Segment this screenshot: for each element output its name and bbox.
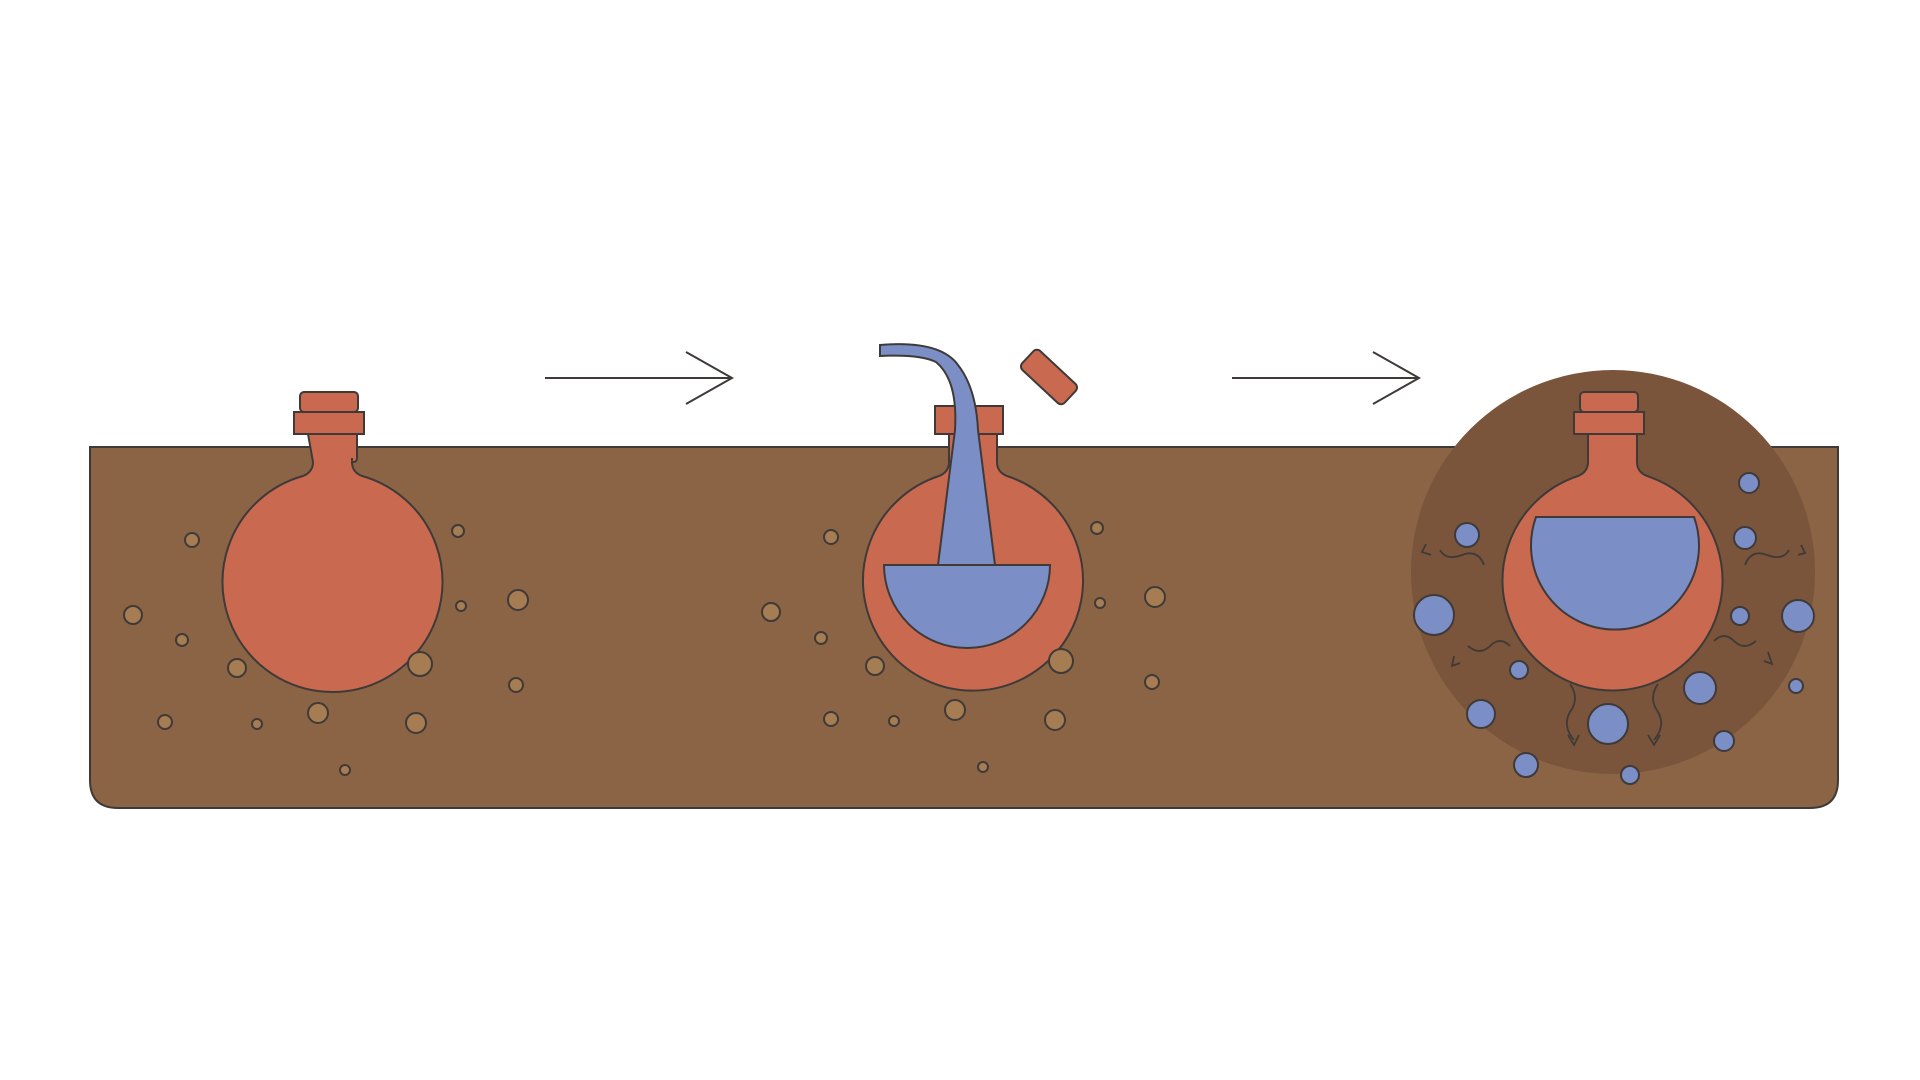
seepage-arrow-head [1420, 543, 1432, 556]
seepage-arrows [1420, 543, 1807, 747]
soil-pebble-icon [184, 532, 200, 548]
soil-pebble-icon [227, 658, 247, 678]
lid-icon [1019, 348, 1079, 406]
soil-pebble-icon [405, 712, 427, 734]
olla-pot-3 [1501, 391, 1724, 692]
water-droplet-icon [1781, 599, 1815, 633]
soil-pebble-icon [944, 699, 966, 721]
soil-pebble-icon [455, 600, 467, 612]
seepage-arrow [1744, 549, 1790, 566]
arrow-2 [1232, 351, 1422, 405]
soil-pebble-icon [339, 764, 351, 776]
water-droplet-icon [1413, 594, 1455, 636]
olla-cork [299, 391, 359, 413]
soil-pebble-icon [307, 702, 329, 724]
seepage-arrow-head [1797, 544, 1807, 556]
soil-pebble-icon [1090, 521, 1104, 535]
soil-pebble-icon [865, 656, 885, 676]
soil-pebble-icon [507, 589, 529, 611]
soil-pebble-icon [823, 529, 839, 545]
soil-pebble-icon [508, 677, 524, 693]
water-droplet-icon [1733, 526, 1757, 550]
water-droplets [1413, 472, 1815, 785]
soil-pebble-icon [977, 761, 989, 773]
water-droplet-icon [1454, 522, 1480, 548]
soil-pebble-icon [814, 631, 828, 645]
seepage-arrow-head [1763, 651, 1774, 666]
arrow-1 [545, 351, 735, 405]
soil-pebble-icon [175, 633, 189, 647]
water-droplet-icon [1587, 703, 1629, 745]
seepage-arrow [1439, 549, 1485, 566]
seepage-arrow [1652, 683, 1663, 741]
soil-pebble-icon [1094, 597, 1106, 609]
soil-pebble-icon [761, 602, 781, 622]
water-droplet-icon [1713, 730, 1735, 752]
water-droplet-icon [1620, 765, 1640, 785]
water-droplet-icon [1730, 606, 1750, 626]
soil-pebble-icon [451, 524, 465, 538]
seepage-arrow-head [1647, 734, 1661, 747]
soil-pebble-icon [251, 718, 263, 730]
soil-pebble-icon [1044, 709, 1066, 731]
seepage-arrow-head [1450, 655, 1461, 668]
seepage-arrow-head [1567, 734, 1580, 747]
soil-pebble-icon [407, 651, 433, 677]
soil-pebble-icon [888, 715, 900, 727]
soil-pebble-icon [123, 605, 143, 625]
olla-pot-2 [862, 343, 1084, 692]
soil-pebble-icon [823, 711, 839, 727]
seepage-arrow [1565, 683, 1576, 741]
water-fill [882, 564, 1052, 649]
olla-pot-icon [221, 433, 444, 693]
soil-pebble-icon [1144, 586, 1166, 608]
water-droplet-icon [1738, 472, 1760, 494]
seepage-arrow [1467, 640, 1511, 652]
olla-pot-icon [293, 411, 365, 435]
water-droplet-icon [1683, 671, 1717, 705]
soil-pebbles [123, 521, 1166, 776]
water-fill [1530, 516, 1700, 631]
water-droplet-icon [1513, 752, 1539, 778]
seepage-arrow [1713, 635, 1757, 647]
soil-pebble-icon [1048, 648, 1074, 674]
olla-pot-1 [221, 391, 444, 693]
watering-spout-icon [879, 343, 997, 566]
soil-pebble-icon [157, 714, 173, 730]
olla-cork [1579, 391, 1639, 413]
water-droplet-icon [1466, 699, 1496, 729]
olla-pot-icon [1573, 411, 1645, 435]
soil-pebble-icon [1144, 674, 1160, 690]
water-droplet-icon [1509, 660, 1529, 680]
water-droplet-icon [1788, 678, 1804, 694]
